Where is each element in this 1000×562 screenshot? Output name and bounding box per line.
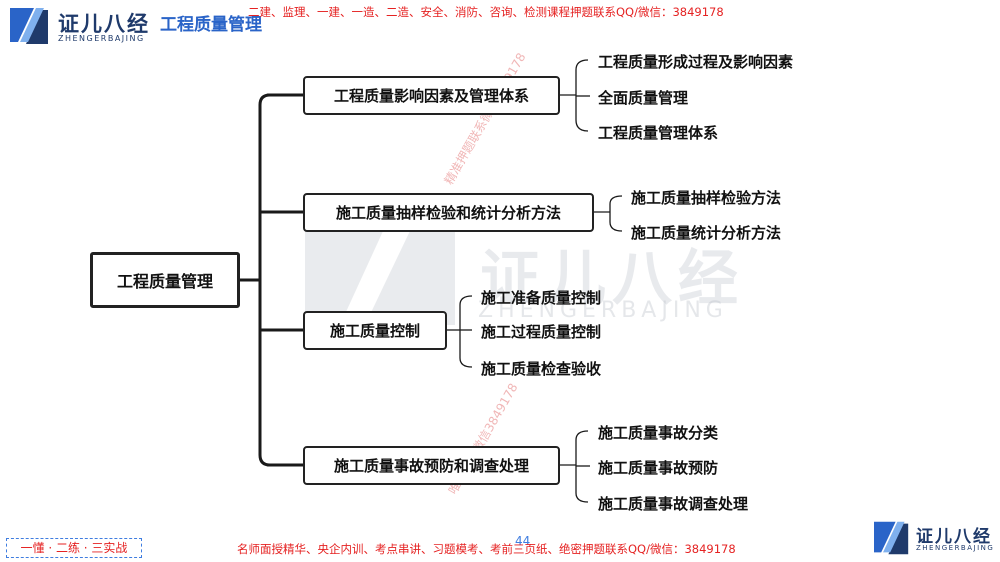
mindmap-leaf-node: 工程质量管理体系 <box>598 124 719 142</box>
footer-brand-subtitle: ZHENGERBAJING <box>916 544 995 552</box>
mindmap-leaf-node: 施工质量事故调查处理 <box>598 495 749 513</box>
footer-logo-icon <box>874 521 909 555</box>
mindmap-root-node: 工程质量管理 <box>90 252 240 308</box>
watermark-brand: 证儿八经 <box>480 244 744 314</box>
brand-name: 证儿八经 <box>58 12 150 36</box>
page-number: 44 <box>515 534 531 548</box>
mindmap-leaf-node: 全面质量管理 <box>598 89 689 107</box>
mindmap-leaf-node: 施工准备质量控制 <box>481 289 602 307</box>
mindmap-leaf-node: 工程质量形成过程及影响因素 <box>598 53 794 71</box>
bottom-promo-text: 名师面授精华、央企内训、考点串讲、习题模考、考前三页纸、绝密押题联系QQ/微信：… <box>237 542 736 556</box>
page-title: 工程质量管理 <box>160 15 262 35</box>
mindmap-branch-node: 施工质量抽样检验和统计分析方法 <box>303 193 594 232</box>
mindmap-leaf-node: 施工质量统计分析方法 <box>631 224 782 242</box>
mindmap-leaf-node: 施工过程质量控制 <box>481 323 602 341</box>
mindmap-leaf-node: 施工质量事故分类 <box>598 424 719 442</box>
mindmap-branch-node: 施工质量控制 <box>303 311 447 350</box>
mindmap-branch-node: 施工质量事故预防和调查处理 <box>303 446 560 485</box>
footer-brand-name: 证儿八经 <box>916 527 992 547</box>
mindmap-leaf-node: 施工质量事故预防 <box>598 459 719 477</box>
top-promo-text: 二建、监理、一建、一造、二造、安全、消防、咨询、检测课程押题联系QQ/微信：38… <box>248 5 724 19</box>
footer-slogan: 一懂 · 二练 · 三实战 <box>6 538 142 558</box>
brand-subtitle: ZHENGERBAJING <box>58 34 145 43</box>
mindmap-leaf-node: 施工质量检查验收 <box>481 360 602 378</box>
watermark-brand-sub: ZHENGERBAJING <box>478 298 728 323</box>
watermark-logo-icon <box>305 205 455 325</box>
mindmap-leaf-node: 施工质量抽样检验方法 <box>631 189 782 207</box>
mindmap-branch-node: 工程质量影响因素及管理体系 <box>303 76 560 115</box>
brand-logo-icon <box>10 8 48 44</box>
